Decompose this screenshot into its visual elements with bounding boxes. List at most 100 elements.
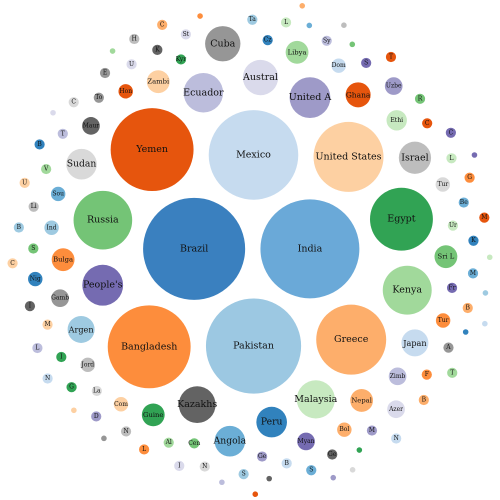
bubble-label: G (69, 384, 74, 391)
bubble: C (422, 118, 433, 129)
bubble: Tur (435, 177, 451, 192)
bubble-label: Tur (438, 317, 449, 324)
bubble: Angola (213, 425, 247, 457)
bubble: B (13, 222, 24, 233)
bubble: C (7, 258, 18, 269)
bubble-label: S (364, 59, 368, 66)
bubble: Bol (337, 422, 352, 437)
bubble-label: Bol (339, 426, 349, 433)
bubble-circle (289, 77, 331, 119)
bubble: Maur (82, 117, 100, 135)
bubble: C (157, 19, 168, 30)
bubble: B (418, 394, 429, 406)
bubble-label: Azer (388, 406, 403, 413)
bubble-label: Yemen (135, 144, 168, 155)
bubble-label: N (394, 435, 399, 442)
bubble-circle (462, 302, 473, 314)
bubble-circle (13, 222, 24, 233)
bubble (197, 13, 203, 19)
bubble-circle (56, 351, 67, 363)
bubble: Tur (435, 313, 451, 328)
bubble-circle (71, 407, 77, 414)
bubble-circle (445, 127, 456, 138)
bubble-circle (91, 411, 102, 422)
bubble: India (260, 199, 360, 299)
bubble: C (445, 127, 456, 138)
bubble: Austral (242, 59, 279, 96)
bubble-circle (99, 67, 111, 79)
bubble-label: Com (114, 401, 128, 408)
bubble (252, 491, 259, 497)
bubble-label: T (450, 369, 454, 376)
bubble: F (421, 369, 432, 380)
bubble-circle (356, 447, 363, 453)
bubble-label: Ghana (346, 90, 371, 99)
bubble-label: C (10, 260, 15, 267)
bubble-circle (446, 153, 457, 164)
bubble-label: K (471, 237, 476, 244)
bubble-circle (34, 139, 45, 150)
bubble: La (91, 385, 102, 397)
bubble: K (152, 44, 163, 56)
bubble-circle (44, 220, 59, 235)
bubble-label: Ta (249, 16, 257, 23)
bubble-circle (388, 367, 407, 386)
bubble-circle (386, 110, 407, 131)
bubble-circle (281, 458, 292, 469)
bubble: C (68, 97, 79, 108)
bubble-circle (418, 394, 429, 406)
bubble-label: N (202, 463, 207, 470)
bubble: R (414, 93, 426, 104)
bubble-circle (350, 389, 374, 412)
bubble-circle (143, 197, 246, 300)
bubble: United States (313, 121, 384, 192)
bubble-label: C (71, 99, 76, 106)
bubble-circle (462, 329, 469, 335)
bubble: Cuba (205, 26, 241, 62)
bubble: M (42, 319, 53, 330)
bubble-label: L (449, 155, 453, 162)
bubble: Ta (247, 14, 258, 25)
bubble-circle (471, 152, 478, 158)
bubble-label: Nepal (351, 396, 372, 404)
bubble-circle (414, 93, 426, 104)
bubble: Mexico (208, 110, 299, 200)
bubble-circle (174, 460, 185, 471)
bubble-circle (256, 406, 287, 438)
bubble-circle (285, 40, 309, 64)
bubble-label: Malaysia (294, 394, 337, 405)
bubble-circle (109, 48, 116, 54)
bubble-label: Austral (242, 72, 278, 83)
bubble-label: India (298, 243, 323, 254)
bubble-label: Sou (52, 190, 64, 197)
bubble-label: C (160, 21, 165, 28)
bubble: Cen (188, 438, 200, 449)
bubble-label: M (470, 270, 476, 277)
bubble-circle (468, 235, 479, 246)
bubble-circle (482, 320, 488, 327)
bubble: Greece (316, 304, 387, 375)
bubble: Guine (141, 403, 165, 427)
bubble (462, 329, 469, 335)
bubble: To (93, 92, 104, 103)
bubble: Myan (297, 432, 315, 451)
bubble-label: M (44, 321, 50, 328)
bubble: People's (82, 264, 124, 306)
bubble: Sri L (434, 245, 458, 269)
bubble (486, 254, 493, 261)
bubble: B (34, 139, 45, 150)
bubble-label: S (242, 471, 246, 478)
bubble-label: Japan (402, 338, 426, 348)
bubble-label: Al (165, 439, 172, 446)
bubble-label: Cuba (210, 38, 235, 49)
bubble (109, 48, 116, 54)
bubble-label: Be (460, 199, 468, 206)
bubble: Zambi (146, 70, 170, 94)
bubble-circle (82, 117, 100, 135)
bubble: N (391, 433, 402, 444)
bubble-circle (205, 298, 302, 394)
bubble: Ecuador (183, 73, 224, 113)
bubble-circle (345, 82, 371, 108)
bubble-circle (306, 22, 313, 29)
